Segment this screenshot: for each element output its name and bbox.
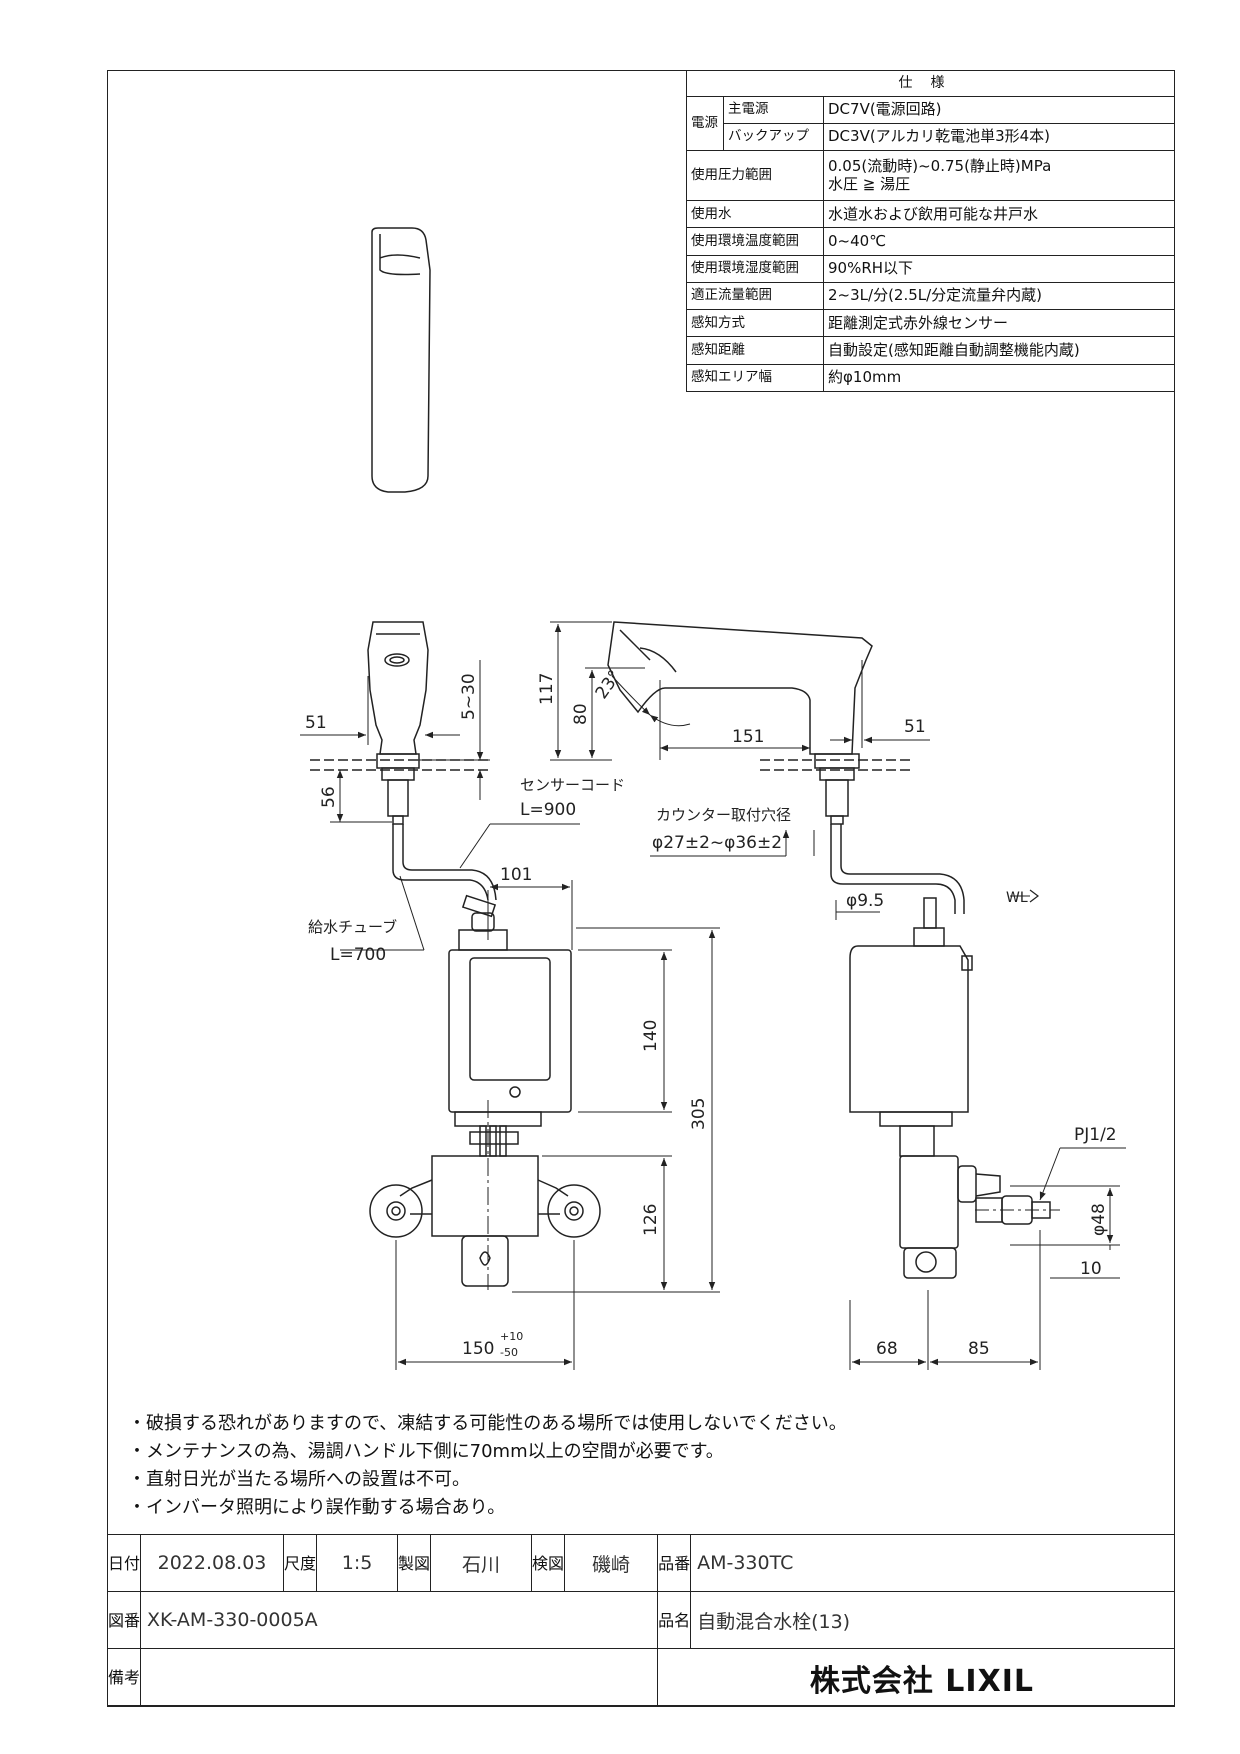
dim-10: 10	[1080, 1259, 1102, 1279]
faucet-drawing: 51 5~30 56 117 80 23° 151 51 センサーコード L=9…	[300, 227, 1126, 1370]
dim-150-tol-plus: +10	[500, 1330, 523, 1343]
dim-phi-48: φ48	[1089, 1203, 1109, 1236]
spec-value: 2~3L/分(2.5L/分定流量弁内蔵)	[823, 281, 1175, 311]
spec-label: 感知方式	[686, 309, 824, 338]
dim-51-right: 51	[904, 717, 926, 737]
label-made: 製図	[397, 1534, 432, 1592]
value-name: 自動混合水栓(13)	[690, 1591, 1175, 1649]
spec-label: 電源	[686, 95, 724, 152]
dim-150-tol-minus: -50	[500, 1346, 518, 1359]
spec-label: 使用水	[686, 200, 824, 229]
dimension-lines	[300, 621, 1126, 1370]
spec-value: 0~40℃	[823, 227, 1175, 256]
label-date: 日付	[106, 1534, 142, 1592]
spec-value: DC3V(アルカリ乾電池単3形4本)	[823, 122, 1175, 152]
label-supply-tube: 給水チューブ	[308, 918, 397, 936]
label-sensor-cord: センサーコード	[520, 776, 625, 794]
spec-label: 使用環境温度範囲	[686, 227, 824, 256]
label-counter-hole: カウンター取付穴径	[656, 806, 791, 824]
dim-80: 80	[571, 703, 591, 725]
value-made: 石川	[430, 1534, 533, 1592]
company-logo: 株式会社 LIXIL	[657, 1648, 1175, 1707]
spec-value-line: 0.05(流動時)~0.75(静止時)MPa	[828, 157, 1052, 176]
note-item: ・メンテナンスの為、湯調ハンドル下側に70mm以上の空間が必要です。	[128, 1441, 724, 1462]
label-pj: PJ1/2	[1074, 1125, 1117, 1145]
side-view	[607, 621, 1060, 1279]
label-remarks: 備考	[106, 1648, 142, 1707]
dim-117: 117	[537, 673, 557, 705]
spec-value: 0.05(流動時)~0.75(静止時)MPa 水圧 ≧ 湯圧	[823, 150, 1175, 202]
label-part-no: 品番	[657, 1534, 692, 1592]
top-view-spout	[371, 227, 431, 493]
label-supply-tube-length: L=700	[330, 945, 386, 965]
dim-101: 101	[500, 865, 532, 885]
label-wl: WL	[1006, 890, 1028, 906]
spec-value: 距離測定式赤外線センサー	[823, 309, 1175, 338]
note-item: ・インバータ照明により誤作動する場合あり。	[128, 1497, 506, 1518]
spec-value: 自動設定(感知距離自動調整機能内蔵)	[823, 336, 1175, 365]
dim-68: 68	[876, 1339, 898, 1359]
dim-150: 150	[462, 1339, 494, 1359]
value-part-no: AM-330TC	[690, 1534, 1175, 1592]
value-scale: 1:5	[316, 1534, 399, 1592]
value-date: 2022.08.03	[140, 1534, 285, 1592]
dim-305: 305	[689, 1098, 709, 1130]
note-item: ・直射日光が当たる場所への設置は不可。	[128, 1469, 470, 1490]
dim-56: 56	[319, 786, 339, 808]
label-check: 検図	[531, 1534, 566, 1592]
spec-value: 水道水および飲用可能な井戸水	[823, 200, 1175, 229]
dim-51-left: 51	[305, 713, 327, 733]
dim-5-30: 5~30	[459, 673, 479, 720]
label-counter-hole-dim: φ27±2~φ36±2	[652, 833, 782, 853]
dim-151: 151	[732, 727, 764, 747]
label-drawing-no: 図番	[106, 1591, 142, 1649]
spec-value: 約φ10mm	[823, 363, 1175, 393]
title-block: 日付 2022.08.03 尺度 1:5 製図 石川 検図 磯崎 品番 AM-3…	[106, 1534, 1175, 1707]
dim-23-deg: 23°	[592, 667, 626, 703]
label-sensor-cord-length: L=900	[520, 800, 576, 820]
dim-126: 126	[641, 1204, 661, 1236]
value-check: 磯崎	[564, 1534, 659, 1592]
spec-label: 使用環境湿度範囲	[686, 254, 824, 283]
note-item: ・破損する恐れがありますので、凍結する可能性のある場所では使用しないでください。	[128, 1413, 847, 1434]
label-scale: 尺度	[283, 1534, 318, 1592]
dim-phi-9-5: φ9.5	[846, 891, 884, 911]
value-drawing-no: XK-AM-330-0005A	[140, 1591, 659, 1649]
label-name: 品名	[657, 1591, 692, 1649]
spec-sublabel: バックアップ	[723, 122, 824, 152]
notes: ・破損する恐れがありますので、凍結する可能性のある場所では使用しないでください。…	[128, 1410, 847, 1522]
dim-140: 140	[641, 1020, 661, 1052]
spec-table: 仕様 電源 主電源 DC7V(電源回路) バックアップ DC3V(アルカリ乾電池…	[686, 70, 1175, 393]
dim-85: 85	[968, 1339, 990, 1359]
spec-value-line: 水圧 ≧ 湯圧	[828, 174, 911, 193]
value-remarks	[140, 1648, 659, 1707]
